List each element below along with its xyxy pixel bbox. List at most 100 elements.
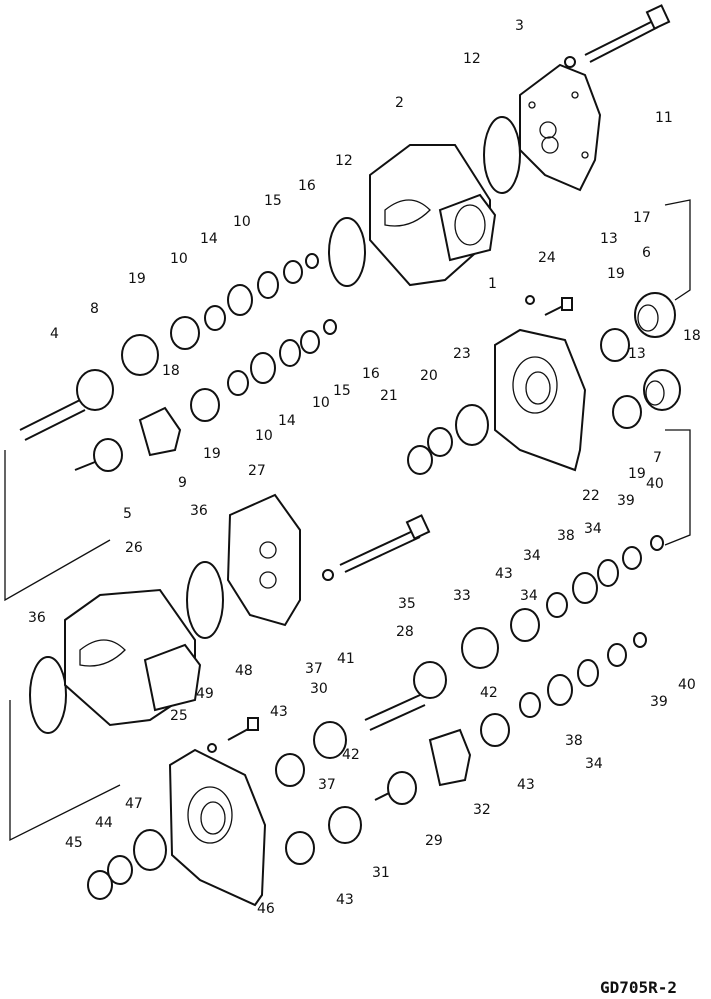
part-label-38: 38: [557, 528, 575, 544]
part-ring-34d: [577, 659, 599, 687]
part-o-ring-23: [455, 404, 489, 446]
part-bushing-33: [461, 627, 499, 669]
part-label-21: 21: [380, 388, 398, 404]
part-label-19: 19: [128, 271, 146, 287]
part-gear-5: [74, 438, 123, 472]
part-snap-ring-21: [407, 445, 433, 475]
bracket-line-right-upper: [664, 429, 691, 546]
part-bearing-19d: [190, 388, 220, 422]
part-label-40: 40: [646, 476, 664, 492]
part-flange-housing-upper: [494, 328, 587, 472]
part-label-49: 49: [196, 686, 214, 702]
part-label-24: 24: [538, 250, 556, 266]
part-seal-ring-36a: [186, 561, 224, 639]
part-drive-gear-28: [364, 661, 447, 731]
part-gear-29: [374, 771, 417, 805]
bracket-line-left-lower: [9, 700, 121, 842]
part-drive-gear-4: [19, 369, 114, 441]
part-label-20: 20: [420, 368, 438, 384]
part-label-37: 37: [318, 777, 336, 793]
part-ring-10d: [279, 339, 301, 367]
part-label-43: 43: [270, 704, 288, 720]
part-label-10: 10: [170, 251, 188, 267]
part-ring-34a: [546, 592, 568, 618]
part-bolt-48: [207, 717, 259, 753]
part-label-45: 45: [65, 835, 83, 851]
part-bolt-24: [525, 295, 573, 316]
part-ring-34b: [597, 559, 619, 587]
part-label-37: 37: [305, 661, 323, 677]
part-ring-14a: [227, 284, 253, 316]
part-label-35: 35: [398, 596, 416, 612]
part-bearing-43b: [275, 753, 305, 787]
part-label-34: 34: [520, 588, 538, 604]
part-label-8: 8: [90, 301, 99, 317]
part-label-18: 18: [162, 363, 180, 379]
part-label-25: 25: [170, 708, 188, 724]
part-pump-body-upper: [369, 144, 497, 287]
part-label-34: 34: [584, 521, 602, 537]
part-label-7: 7: [653, 450, 662, 466]
part-snap-ring-45: [87, 870, 113, 900]
part-cover-plate-upper: [519, 63, 602, 192]
part-bushing-31: [328, 806, 362, 844]
part-seal-20: [427, 427, 453, 457]
part-label-47: 47: [125, 796, 143, 812]
part-bolt-upper: [564, 4, 671, 68]
part-label-12: 12: [463, 51, 481, 67]
part-label-15: 15: [264, 193, 282, 209]
part-label-17: 17: [633, 210, 651, 226]
part-label-39: 39: [650, 694, 668, 710]
part-washer-15b: [300, 330, 320, 354]
part-cover-plate-lower: [226, 493, 301, 627]
part-label-38: 38: [565, 733, 583, 749]
part-bushing-8: [121, 334, 159, 376]
part-label-18: 18: [683, 328, 701, 344]
part-label-40: 40: [678, 677, 696, 693]
part-label-32: 32: [473, 802, 491, 818]
part-label-43: 43: [495, 566, 513, 582]
part-label-4: 4: [50, 326, 59, 342]
part-bushing-32: [428, 728, 472, 787]
part-label-9: 9: [178, 475, 187, 491]
part-label-22: 22: [582, 488, 600, 504]
part-label-26: 26: [125, 540, 143, 556]
part-ring-10c: [227, 370, 249, 396]
part-label-19: 19: [607, 266, 625, 282]
part-bearing-19b: [612, 395, 642, 429]
part-label-28: 28: [396, 624, 414, 640]
part-label-33: 33: [453, 588, 471, 604]
part-ring-38b: [547, 674, 573, 706]
part-bolt-lower: [322, 514, 431, 581]
part-washer-40a: [650, 535, 664, 551]
part-label-31: 31: [372, 865, 390, 881]
part-label-48: 48: [235, 663, 253, 679]
part-seal-ring-36b: [29, 656, 67, 734]
bracket-line-left-upper: [4, 450, 111, 602]
part-label-16: 16: [298, 178, 316, 194]
part-label-41: 41: [337, 651, 355, 667]
part-label-23: 23: [453, 346, 471, 362]
part-bearing-19a: [600, 328, 630, 362]
part-label-19: 19: [203, 446, 221, 462]
part-label-15: 15: [333, 383, 351, 399]
part-label-43: 43: [336, 892, 354, 908]
part-label-13: 13: [628, 346, 646, 362]
part-label-16: 16: [362, 366, 380, 382]
part-seal-ring-12b: [328, 217, 366, 287]
part-bushing-30: [313, 721, 347, 759]
part-ring-14b: [250, 352, 276, 384]
part-washer-39a: [622, 546, 642, 570]
part-washer-40b: [633, 632, 647, 648]
part-label-14: 14: [278, 413, 296, 429]
part-label-44: 44: [95, 815, 113, 831]
part-label-2: 2: [395, 95, 404, 111]
part-bearing-19c: [170, 316, 200, 350]
part-bushing-6: [634, 292, 676, 338]
part-label-39: 39: [617, 493, 635, 509]
part-label-3: 3: [515, 18, 524, 34]
part-label-12: 12: [335, 153, 353, 169]
part-o-ring-47: [133, 829, 167, 871]
part-label-14: 14: [200, 231, 218, 247]
part-label-42: 42: [342, 747, 360, 763]
